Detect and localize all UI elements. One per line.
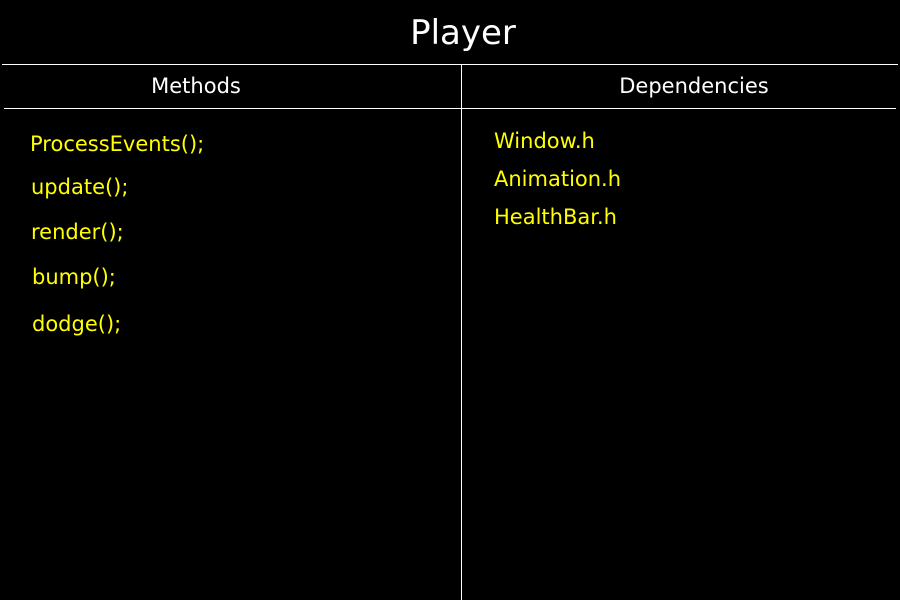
methods-header: Methods <box>151 74 241 98</box>
dependency-item: Animation.h <box>494 167 622 191</box>
method-item: update(); <box>31 175 129 199</box>
title-divider <box>2 64 898 65</box>
method-item: render(); <box>31 220 124 244</box>
diagram-title: Player <box>410 13 516 53</box>
dependency-item: HealthBar.h <box>494 205 617 229</box>
method-item: bump(); <box>32 265 116 289</box>
header-divider <box>4 108 896 109</box>
dependency-item: Window.h <box>494 129 595 153</box>
column-divider <box>461 64 462 600</box>
method-item: ProcessEvents(); <box>30 132 205 156</box>
method-item: dodge(); <box>32 312 122 336</box>
dependencies-header: Dependencies <box>619 74 769 98</box>
